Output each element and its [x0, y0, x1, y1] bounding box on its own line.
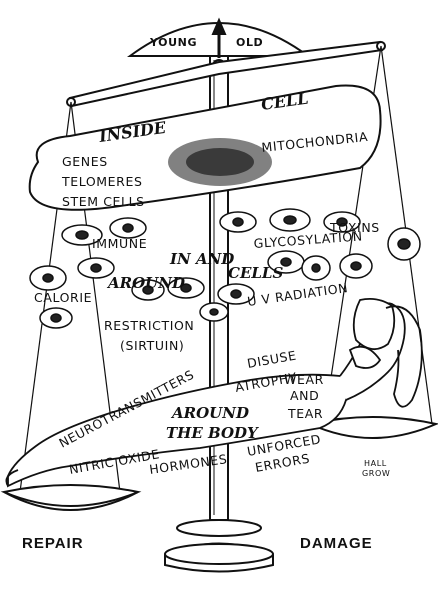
signature-line-1: HALL: [364, 459, 387, 468]
genes-label: GENES: [62, 154, 108, 169]
restriction-label: RESTRICTION: [104, 318, 194, 333]
young-label: YOUNG: [149, 36, 197, 49]
wear-label: WEAR: [284, 372, 324, 387]
sirtuin-label: (SIRTUIN): [120, 338, 184, 353]
old-label: OLD: [236, 36, 263, 49]
cells-heading: CELLS: [228, 264, 283, 282]
right-pan: [306, 416, 438, 439]
disuse-label: DISUSE: [246, 348, 298, 371]
damage-label: DAMAGE: [300, 535, 373, 552]
uv-radiation-label: U V RADIATION: [246, 280, 349, 309]
stem-cells-label: STEM CELLS: [62, 194, 145, 209]
around-body-heading-1: AROUND: [170, 404, 249, 422]
and-label: AND: [290, 388, 319, 403]
repair-label: REPAIR: [22, 535, 84, 552]
in-and-heading: IN AND: [169, 250, 234, 268]
dial: [126, 17, 312, 73]
around-body-heading-2: THE BODY: [166, 424, 259, 442]
toxins-label: TOXINS: [329, 220, 380, 235]
calorie-label: CALORIE: [34, 290, 92, 305]
small-cells: [29, 208, 421, 329]
immune-label: IMMUNE: [92, 236, 147, 251]
around-heading: AROUND: [106, 274, 185, 292]
left-pan: [0, 484, 142, 511]
woman-figure: [5, 297, 423, 488]
telomeres-label: TELOMERES: [61, 174, 143, 189]
signature-line-2: GROW: [362, 469, 390, 478]
tear-label: TEAR: [287, 406, 323, 421]
